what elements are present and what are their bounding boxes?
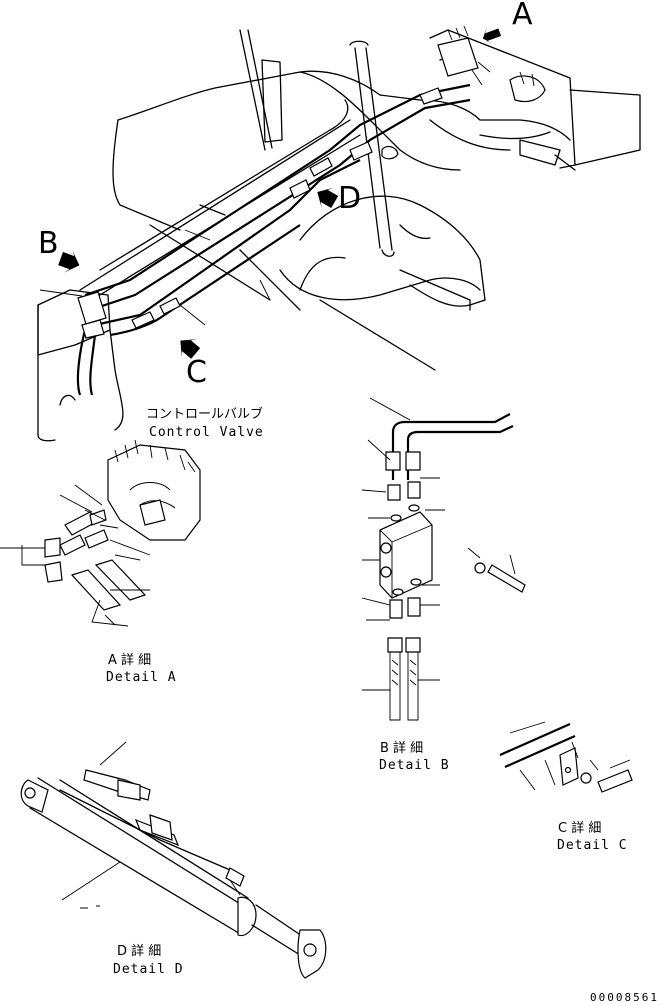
detail-d-view: D 詳 細 Detail D xyxy=(20,741,327,979)
control-valve-label-jp: コントロールバルブ xyxy=(146,406,263,422)
main-assembly-view: A B C D コントロールバルブ Control Valve xyxy=(37,0,641,442)
marker-b: B xyxy=(38,226,59,261)
marker-d: D xyxy=(338,181,361,216)
detail-a-label-en: Detail A xyxy=(106,670,177,685)
detail-d-label-en: Detail D xyxy=(113,962,184,977)
marker-c: C xyxy=(186,355,207,390)
detail-a-label-jp: A 詳 細 xyxy=(108,652,151,668)
detail-b-view: B 詳 細 Detail B xyxy=(361,397,526,773)
control-valve-top xyxy=(437,25,546,103)
arrow-b-icon xyxy=(58,250,80,273)
detail-b-label-jp: B 詳 細 xyxy=(380,740,423,756)
arrow-a-icon xyxy=(482,27,502,45)
drawing-number: 00008561 xyxy=(590,991,659,1004)
control-valve-label-en: Control Valve xyxy=(149,425,264,440)
detail-c-label-jp: C 詳 細 xyxy=(558,820,601,836)
detail-b-label-en: Detail B xyxy=(379,758,450,773)
detail-d-label-jp: D 詳 細 xyxy=(117,943,161,959)
valve-block-b xyxy=(77,291,107,339)
detail-c-view: C 詳 細 Detail C xyxy=(499,721,633,853)
detail-c-label-en: Detail C xyxy=(557,838,628,853)
arrow-d-icon xyxy=(317,187,339,209)
detail-a-view: A 詳 細 Detail A xyxy=(0,439,201,685)
arrow-c-icon xyxy=(180,339,201,359)
marker-a: A xyxy=(512,0,533,32)
